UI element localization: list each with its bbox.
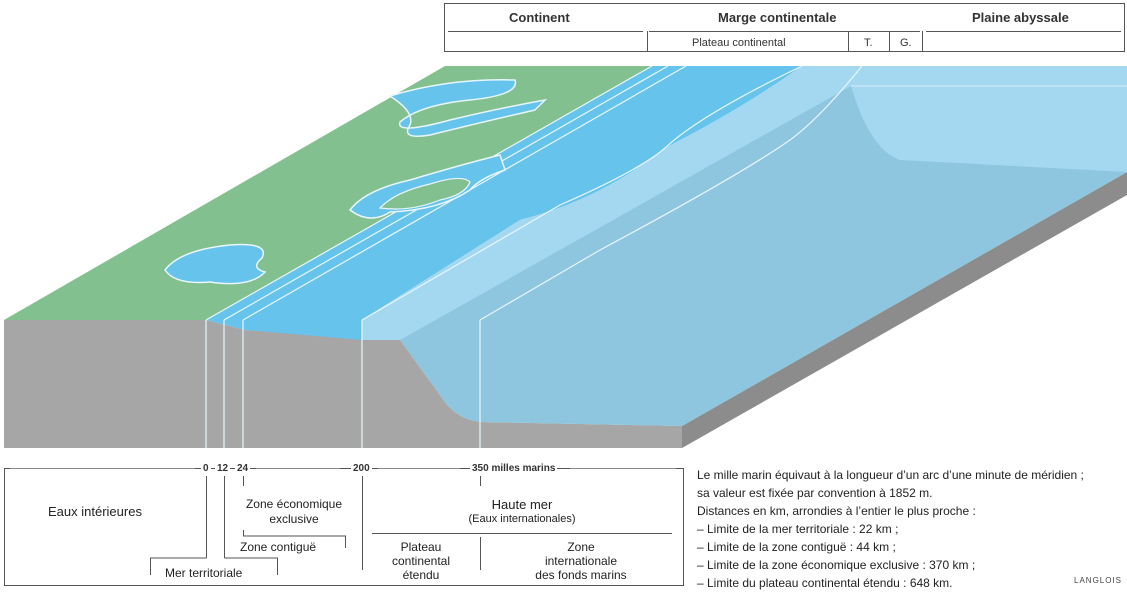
note-line: Le mille marin équivaut à la longueur d’… bbox=[697, 468, 1084, 482]
header-table bbox=[444, 3, 1125, 52]
note-line: – Limite de la mer territoriale : 22 km … bbox=[697, 522, 899, 536]
note-line: – Limite du plateau continental étendu :… bbox=[697, 576, 953, 590]
label-fonds-1: Zone bbox=[567, 540, 595, 554]
label-fonds-3: des fonds marins bbox=[535, 568, 627, 582]
header-continent: Continent bbox=[509, 10, 570, 25]
scale-mark-24: 24 bbox=[235, 463, 251, 474]
header-plateau: Plateau continental bbox=[692, 37, 786, 49]
label-zone-contigue: Zone contiguë bbox=[240, 540, 317, 554]
header-marge: Marge continentale bbox=[718, 10, 837, 25]
label-zee-1: Zone économique bbox=[245, 497, 343, 511]
land-surface bbox=[4, 66, 652, 320]
label-mer-territoriale: Mer territoriale bbox=[165, 566, 243, 580]
label-fonds-2: internationale bbox=[544, 554, 618, 568]
label-eaux-internationales: (Eaux internationales) bbox=[468, 513, 576, 525]
notes-block: Le mille marin équivaut à la longueur d’… bbox=[697, 466, 1084, 592]
zones-legend-box bbox=[4, 468, 684, 586]
label-plateau-3: étendu bbox=[402, 568, 440, 582]
continental-slope bbox=[400, 86, 1127, 426]
note-line: sa valeur est fixée par convention à 185… bbox=[697, 486, 933, 500]
note-line: – Limite de la zone économique exclusive… bbox=[697, 558, 976, 572]
label-eaux-interieures: Eaux intérieures bbox=[48, 504, 142, 519]
note-line: – Limite de la zone contiguë : 44 km ; bbox=[697, 540, 896, 554]
label-plateau-2: continental bbox=[391, 554, 451, 568]
header-glacis: G. bbox=[900, 37, 912, 49]
header-plaine: Plaine abyssale bbox=[972, 10, 1069, 25]
ground-cross-section bbox=[4, 320, 682, 448]
label-zee-2: exclusive bbox=[269, 512, 319, 526]
credit: LANGLOIS bbox=[1074, 576, 1123, 585]
scale-mark-200: 200 bbox=[351, 463, 372, 474]
header-talus: T. bbox=[864, 37, 873, 49]
label-plateau-1: Plateau bbox=[400, 540, 442, 554]
island bbox=[378, 177, 471, 210]
scale-mark-350: 350 milles marins bbox=[470, 463, 558, 474]
block-end-face bbox=[682, 172, 1127, 448]
note-line: Distances en km, arrondies à l’entier le… bbox=[697, 504, 976, 518]
label-haute-mer: Haute mer bbox=[491, 497, 553, 512]
scale-mark-12: 12 bbox=[215, 463, 231, 474]
sea-surface bbox=[206, 66, 802, 340]
scale-mark-0: 0 bbox=[201, 463, 211, 474]
